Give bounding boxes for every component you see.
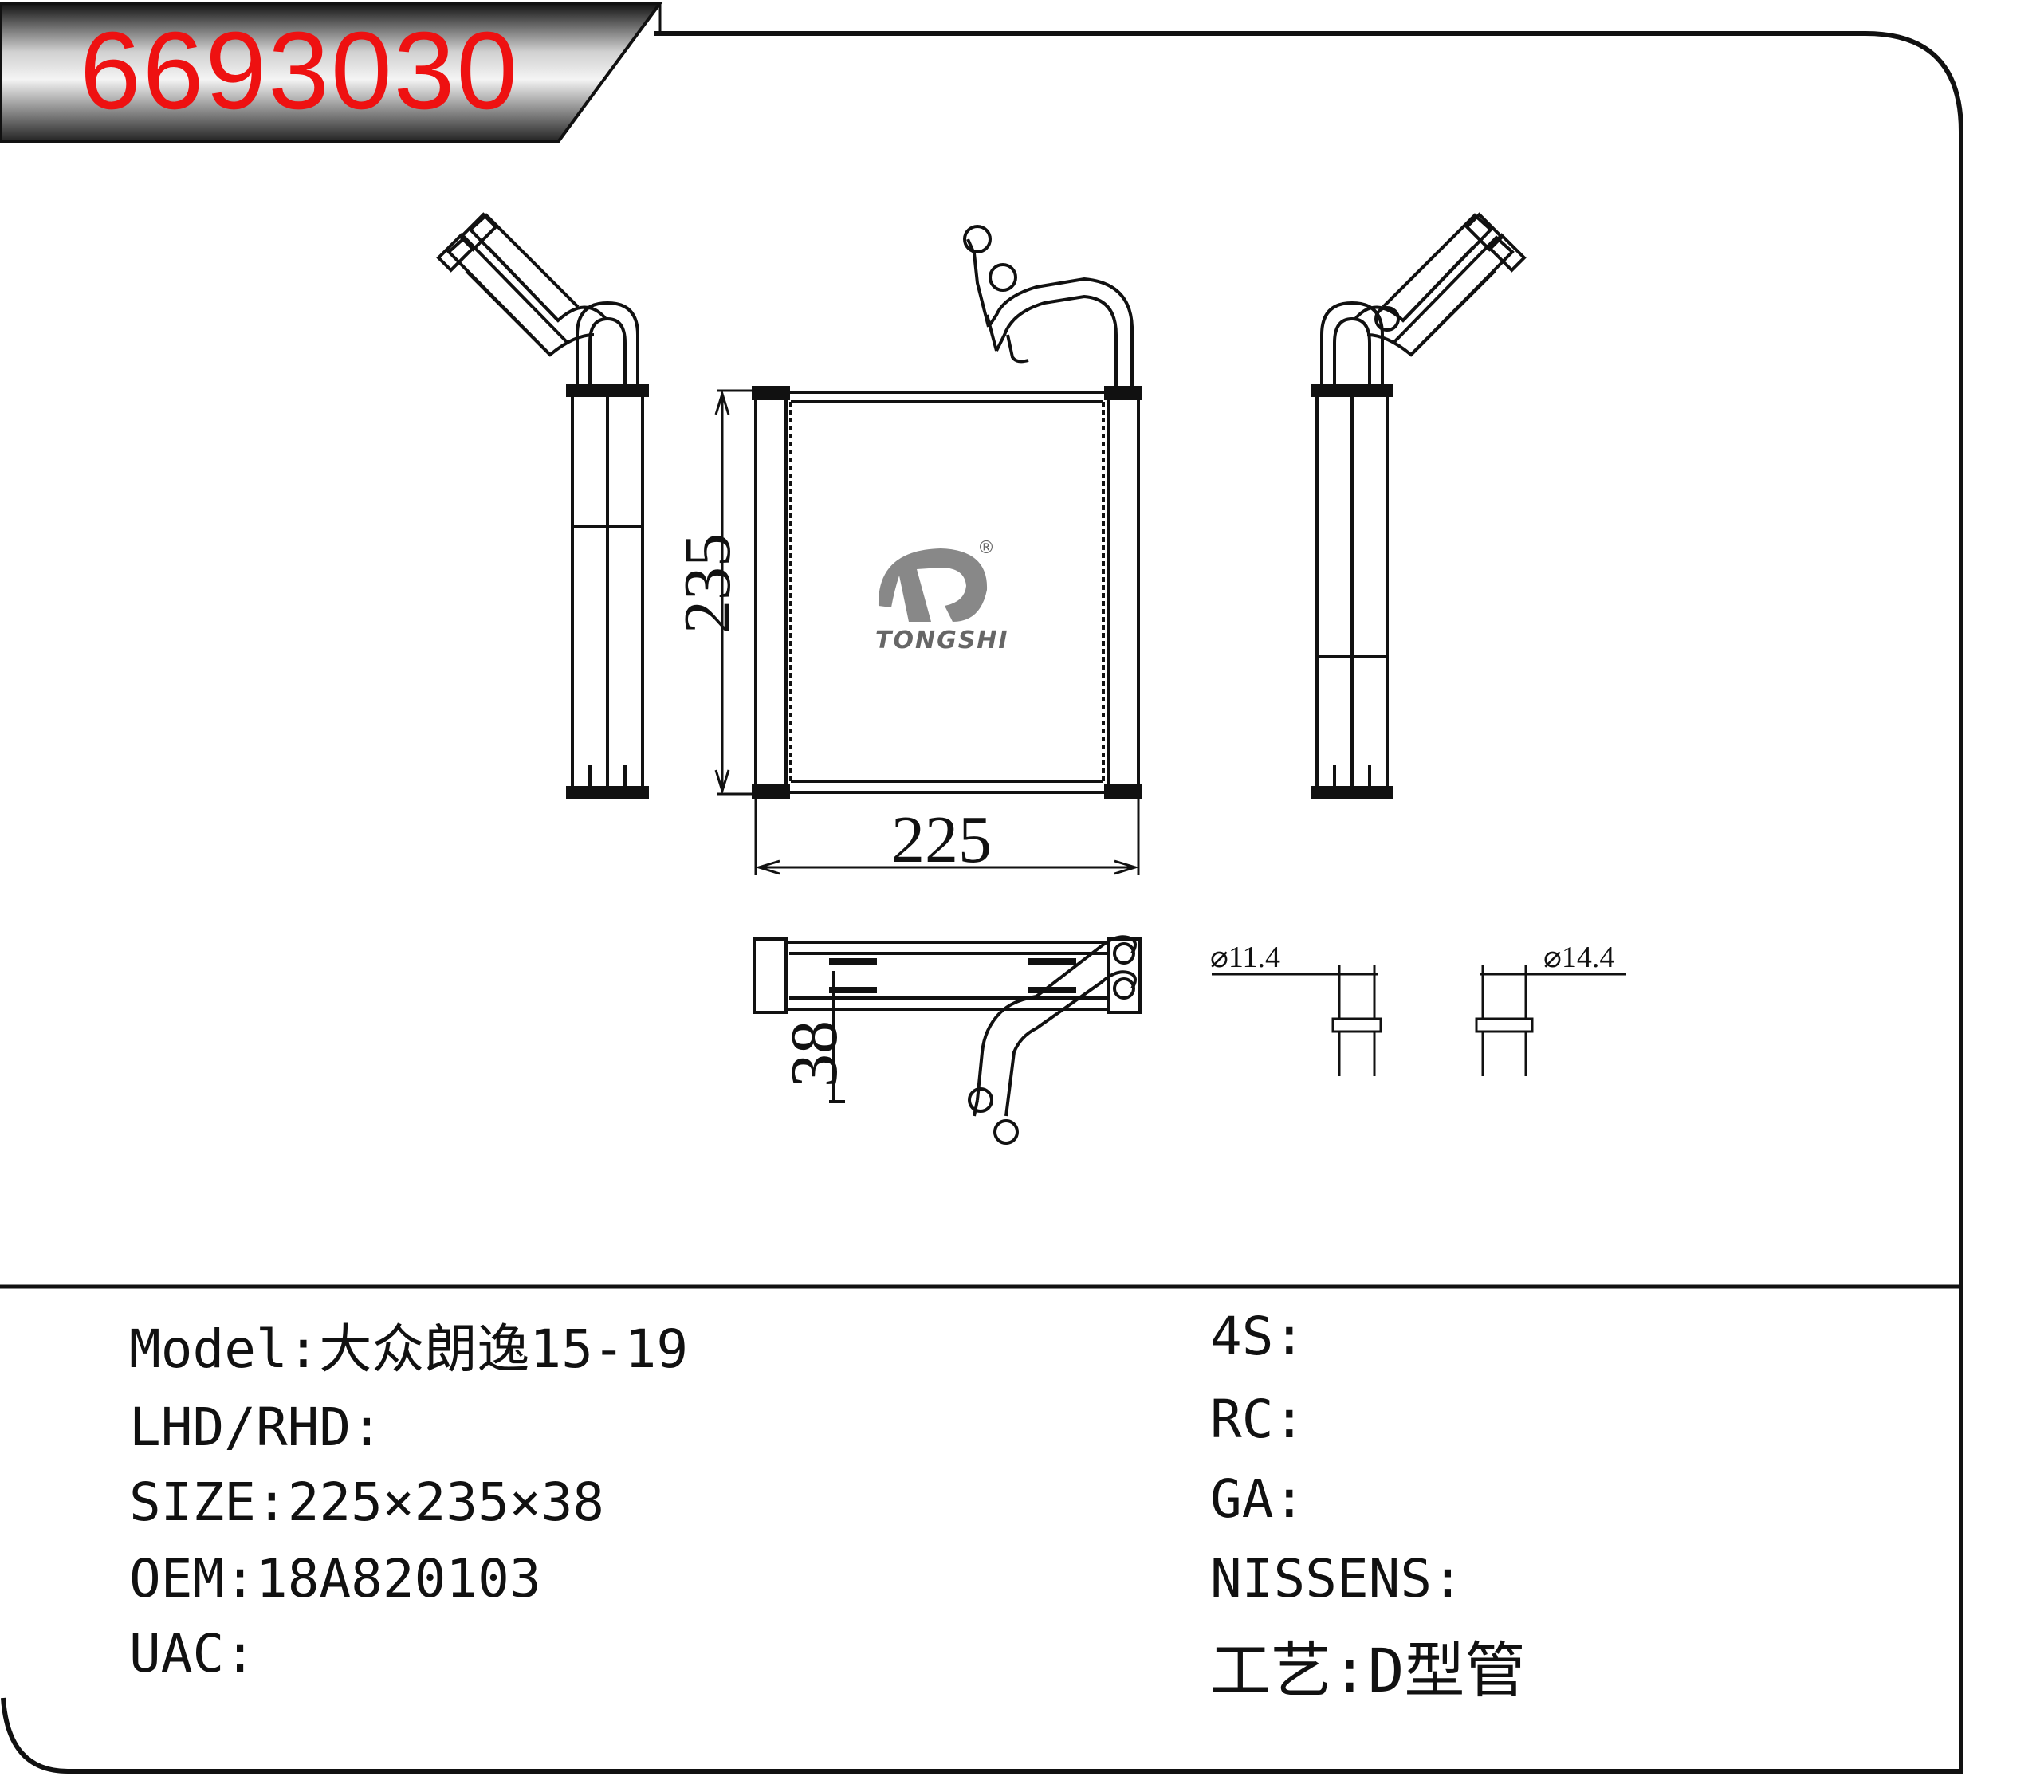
top-view	[753, 935, 1142, 1145]
spec-uac-label: UAC:	[129, 1623, 256, 1684]
spec-process-label: 工艺:	[1210, 1635, 1368, 1706]
spec-process-value: D型管	[1367, 1635, 1526, 1706]
spec-ga: GA:	[1210, 1473, 1305, 1526]
width-dimension-label: 225	[891, 803, 992, 877]
spec-rc-label: RC:	[1210, 1389, 1306, 1450]
left-side-view	[436, 212, 649, 799]
spec-nissens-label: NISSENS:	[1210, 1548, 1464, 1609]
part-number: 6693030	[80, 10, 520, 132]
spec-oem: OEM:18A820103	[129, 1553, 541, 1605]
spec-uac: UAC:	[129, 1628, 256, 1680]
spec-model-label: Model:	[129, 1318, 320, 1380]
tongshi-logo	[878, 548, 988, 622]
spec-ga-label: GA:	[1210, 1468, 1306, 1530]
pipe-detail-small	[1212, 965, 1382, 1076]
right-side-view	[1311, 212, 1527, 799]
front-view-core	[752, 225, 1142, 799]
spec-nissens: NISSENS:	[1210, 1553, 1464, 1605]
spec-4s-label: 4S:	[1210, 1306, 1306, 1367]
height-dimension	[714, 389, 753, 796]
sheet-border	[1, 31, 1963, 1774]
spec-size-label: SIZE:	[129, 1472, 288, 1533]
height-dimension-label: 235	[670, 533, 745, 634]
brand-logo-text: TONGSHI	[875, 627, 1009, 654]
spec-4s: 4S:	[1210, 1311, 1305, 1363]
pipe-small-diameter-label: ⌀11.4	[1210, 941, 1280, 974]
spec-size: SIZE:225×235×38	[129, 1476, 604, 1529]
pipe-detail-large	[1475, 965, 1626, 1076]
spec-rc: RC:	[1210, 1393, 1305, 1446]
spec-oem-value: 18A820103	[255, 1548, 541, 1609]
width-dimension	[754, 797, 1140, 875]
spec-process: 工艺:D型管	[1210, 1641, 1526, 1701]
spec-size-value: 225×235×38	[287, 1472, 605, 1533]
part-number-band	[0, 2, 663, 143]
depth-dimension-label: 38	[777, 1020, 851, 1087]
spec-drive: LHD/RHD:	[129, 1401, 383, 1454]
spec-model: Model:大众朗逸15-19	[129, 1323, 688, 1376]
spec-oem-label: OEM:	[129, 1548, 256, 1609]
spec-model-value: 大众朗逸15-19	[319, 1318, 689, 1380]
pipe-large-diameter-label: ⌀14.4	[1543, 941, 1615, 974]
spec-drive-label: LHD/RHD:	[129, 1397, 383, 1458]
registered-mark: ®	[977, 538, 995, 558]
